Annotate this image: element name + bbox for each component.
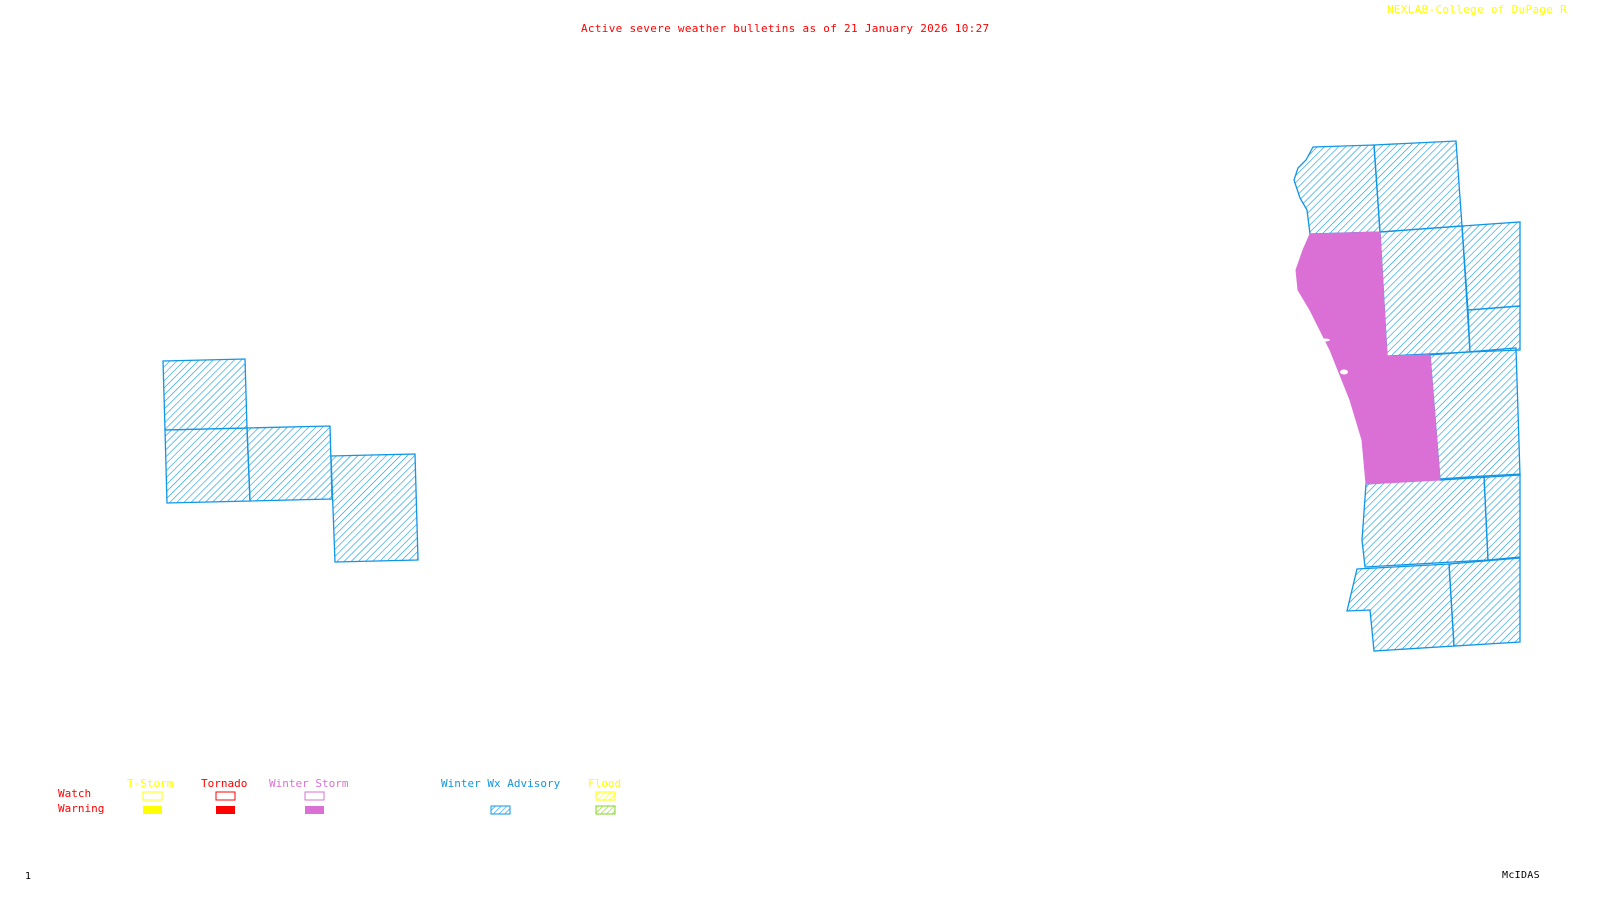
- county-advisory[interactable]: [330, 453, 419, 563]
- county-advisory[interactable]: [1483, 473, 1521, 561]
- bulletin-title: Active severe weather bulletins as of 21…: [581, 22, 990, 35]
- east-advisory-cluster: [1293, 140, 1521, 652]
- legend-col-winter-wx-advisory: Winter Wx Advisory: [441, 777, 561, 790]
- legend-col-winter-storm: Winter Storm: [269, 777, 349, 790]
- legend-flood-watch-swatch: [595, 791, 616, 801]
- county-advisory[interactable]: [1467, 305, 1521, 353]
- software-label: McIDAS: [1502, 870, 1540, 881]
- credit-label: NEXLAB-College of DuPage R: [1387, 3, 1567, 16]
- legend-col-flood: Flood: [588, 777, 622, 790]
- county-advisory[interactable]: [1373, 140, 1463, 233]
- west-advisory-cluster: [162, 358, 419, 563]
- county-advisory[interactable]: [1429, 347, 1521, 481]
- county-advisory[interactable]: [1461, 221, 1521, 311]
- county-advisory[interactable]: [246, 425, 333, 502]
- county-winter-storm-warning[interactable]: [1295, 231, 1441, 485]
- legend-tornado-watch-swatch: [215, 791, 236, 801]
- legend-col-tornado: Tornado: [201, 777, 248, 790]
- legend-flood-warning-swatch: [595, 805, 616, 815]
- county-advisory[interactable]: [162, 358, 248, 431]
- legend-winter-storm-warning-swatch: [305, 806, 324, 814]
- legend-row-watch: Watch: [58, 787, 92, 800]
- map-legend: [142, 791, 616, 815]
- county-advisory[interactable]: [164, 427, 251, 504]
- legend-tstorm-warning-swatch: [143, 806, 162, 814]
- frame-number: 1: [25, 871, 32, 882]
- legend-winter-storm-watch-swatch: [304, 791, 325, 801]
- county-advisory[interactable]: [1361, 475, 1489, 568]
- legend-winter-wx-advisory-swatch: [490, 805, 511, 815]
- county-advisory[interactable]: [1346, 563, 1455, 652]
- county-advisory[interactable]: [1293, 144, 1381, 235]
- legend-row-warning: Warning: [58, 802, 105, 815]
- legend-tornado-warning-swatch: [216, 806, 235, 814]
- legend-col-tstorm: T-Storm: [127, 777, 174, 790]
- county-advisory[interactable]: [1448, 557, 1521, 647]
- county-advisory[interactable]: [1379, 225, 1471, 357]
- legend-tstorm-watch-swatch: [142, 791, 163, 801]
- lake-islands: [1320, 338, 1348, 375]
